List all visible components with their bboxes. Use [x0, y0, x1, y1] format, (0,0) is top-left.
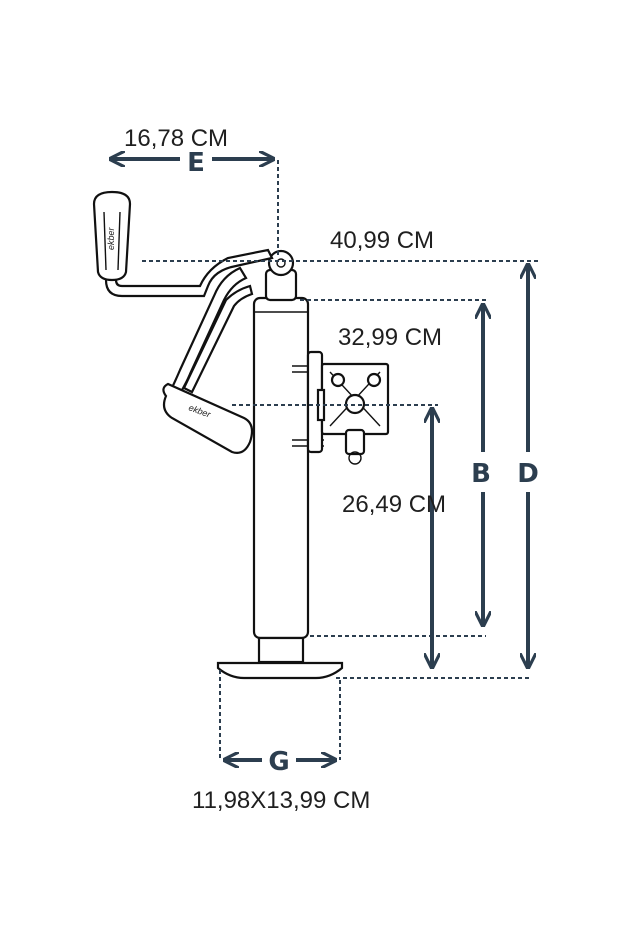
inner-leg [257, 636, 305, 664]
lower-handle-grip [162, 382, 254, 454]
dimension-G-value: 11,98X13,99 CM [192, 787, 370, 814]
dimension-E-value: 16,78 CM [124, 125, 228, 152]
dimension-E-letter: E [187, 148, 205, 178]
dimension-I-value: 26,49 CM [342, 491, 446, 518]
mounting-bracket [292, 350, 390, 465]
dimension-B-letter: B [471, 459, 491, 489]
jack-tube [252, 296, 310, 640]
foot-plate [216, 661, 344, 680]
dimension-guides [142, 160, 540, 760]
dimension-G-letter: G [268, 747, 289, 777]
top-handle-grip [92, 190, 132, 282]
dimension-D-value: 40,99 CM [330, 227, 434, 254]
trailer-jack-drawing: ekber ekber [92, 190, 390, 680]
dimension-D-letter: D [517, 459, 539, 489]
dimension-B-value: 32,99 CM [338, 324, 442, 351]
top-handle-brand: ekber [106, 226, 116, 250]
